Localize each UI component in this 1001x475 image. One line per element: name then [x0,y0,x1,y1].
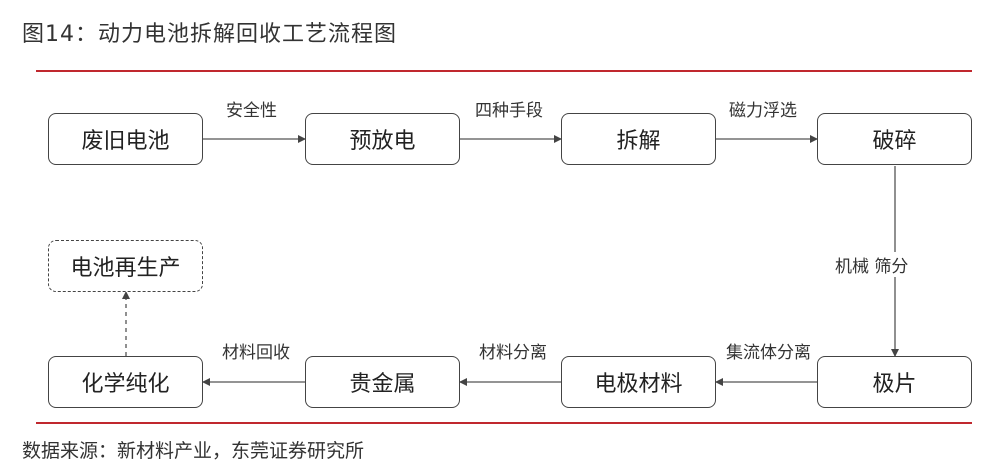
node-electrode-material: 电极材料 [561,356,716,408]
edge-label-four-methods: 四种手段 [475,101,543,121]
node-dismantle: 拆解 [561,113,716,165]
node-chemical-purify: 化学纯化 [48,356,203,408]
edge-label-safety: 安全性 [226,101,277,121]
edge-label-material-recovery: 材料回收 [222,343,290,363]
edge-label-mechanical-sieving: 机械 筛分 [835,252,909,277]
node-pre-discharge: 预放电 [305,113,460,165]
node-battery-regeneration: 电池再生产 [48,240,203,292]
figure-title: 图14：动力电池拆解回收工艺流程图 [22,22,397,47]
bottom-rule [36,422,972,424]
edge-label-collector-separation: 集流体分离 [726,343,811,363]
top-rule [36,70,972,72]
data-source-note: 数据来源：新材料产业，东莞证券研究所 [22,440,365,462]
node-precious-metal: 贵金属 [305,356,460,408]
node-waste-battery: 废旧电池 [48,113,203,165]
node-crush: 破碎 [817,113,972,165]
node-pole-piece: 极片 [817,356,972,408]
edge-label-magnetic-flotation: 磁力浮选 [729,101,797,121]
edge-label-material-separation: 材料分离 [479,343,547,363]
